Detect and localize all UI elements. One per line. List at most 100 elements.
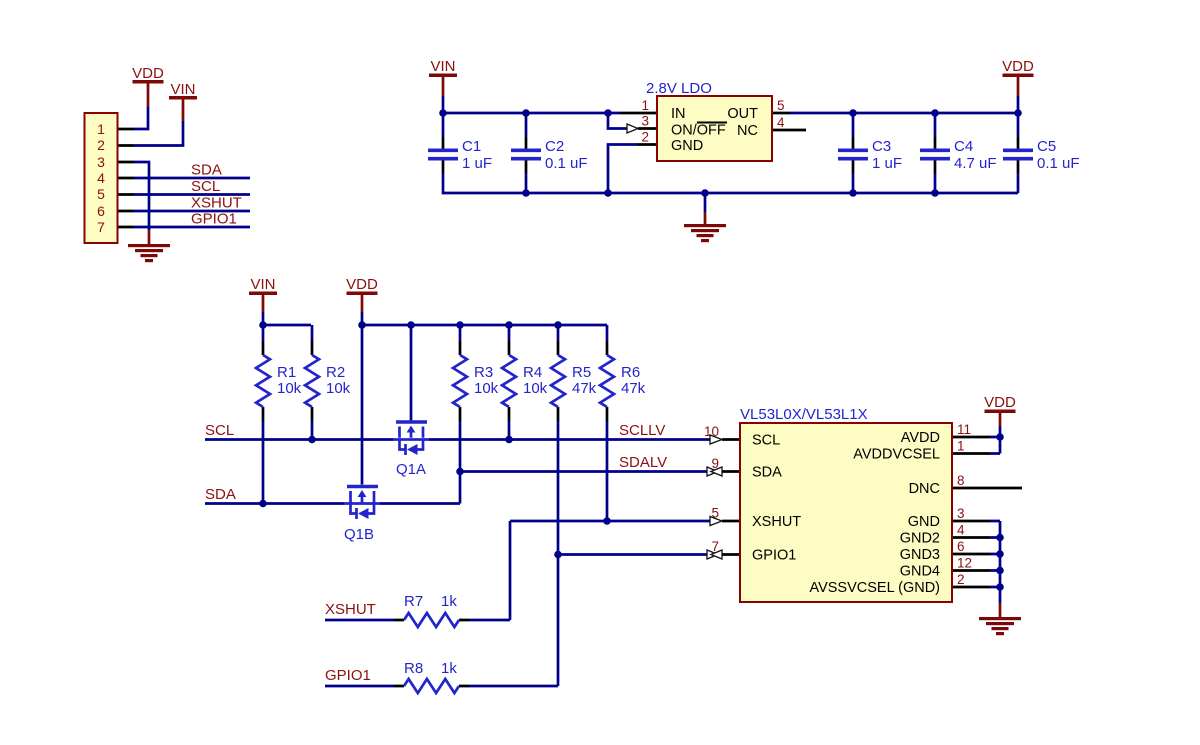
sensor-pin-num-7: 7 (711, 539, 719, 554)
vdd-power-symbol: VDD (984, 394, 1016, 426)
c2-ref: C2 (545, 138, 564, 155)
pin-arrow-input (709, 434, 724, 445)
vin-power-symbol: VIN (249, 276, 277, 312)
connector-pin-4: 4 (97, 170, 105, 186)
net-label-scl: SCL (191, 178, 220, 195)
sensor-pin-num-1: 1 (957, 439, 965, 454)
r7-resistor: R7 1k (402, 593, 461, 630)
gnd-symbol-connector (128, 230, 170, 263)
r8-value: 1k (441, 660, 457, 677)
connector-pin-1: 1 (97, 121, 105, 137)
c4-capacitor: C4 4.7 uF (920, 138, 997, 172)
sensor-pin-gnd4: GND4 (900, 564, 940, 580)
ldo-pin-out: OUT (727, 106, 758, 122)
vdd-label: VDD (1002, 58, 1034, 75)
q1b-ref: Q1B (344, 526, 374, 543)
sensor-pin-avssvcsel: AVSSVCSEL (GND) (809, 580, 940, 596)
vdd-label: VDD (984, 394, 1016, 411)
pin-arrow-bidir (709, 466, 723, 477)
ldo-pin-onoff: ON/OFF (671, 123, 726, 139)
r7-ref: R7 (404, 593, 423, 610)
r5-ref: R5 (572, 364, 591, 381)
pin-arrow-input (709, 515, 724, 527)
r3-ref: R3 (474, 364, 493, 381)
r4-ref: R4 (523, 364, 542, 381)
c4-value: 4.7 uF (954, 155, 997, 172)
vdd-power-symbol: VDD (346, 276, 378, 312)
connector-pin-2: 2 (97, 137, 105, 153)
c1-capacitor: C1 1 uF (428, 138, 492, 172)
c3-value: 1 uF (872, 155, 902, 172)
c5-capacitor: C5 0.1 uF (1003, 138, 1080, 172)
net-label-sda: SDA (191, 162, 222, 179)
sensor-title: VL53L0X/VL53L1X (740, 406, 868, 423)
sensor-pin-num-9: 9 (711, 456, 719, 471)
ldo-pin-num-1: 1 (641, 98, 649, 113)
r2-value: 10k (326, 380, 351, 397)
r7-value: 1k (441, 593, 457, 610)
connector-section: 1 2 3 4 5 6 7 VDD VIN SDA SCL XSHUT GPI (83, 65, 250, 263)
r4-value: 10k (523, 380, 548, 397)
ldo-pin-num-5: 5 (777, 98, 785, 113)
vdd-power-symbol: VDD (1002, 58, 1034, 96)
sensor-pin-gnd3: GND3 (900, 547, 940, 563)
wire (134, 107, 250, 230)
net-label-sdalv: SDALV (619, 454, 667, 471)
sensor-pin-num-4: 4 (957, 523, 965, 538)
net-label-xshut: XSHUT (191, 195, 242, 212)
connector-pin-stubs (117, 127, 134, 229)
sensor-pin-gnd2: GND2 (900, 531, 940, 547)
pin-stubs (441, 111, 1020, 173)
sensor-pin-scl: SCL (752, 433, 780, 449)
pin-arrow-input (626, 123, 640, 134)
q1b-mosfet: Q1B (344, 484, 380, 543)
sensor-section: VL53L0X/VL53L1X SCL SDA XSHUT GPIO1 10 9… (704, 394, 1022, 636)
r3-resistor: R3 10k (450, 353, 499, 409)
ldo-title: 2.8V LDO (646, 80, 712, 97)
vin-label: VIN (250, 276, 275, 293)
r6-resistor: R6 47k (597, 353, 646, 409)
connector-pin-7: 7 (97, 219, 105, 235)
r5-value: 47k (572, 380, 597, 397)
level-shifter-section: VIN VDD R1 10k R2 10k R3 10k R4 10k (205, 276, 740, 696)
ldo-pin-in: IN (671, 106, 686, 122)
c1-value: 1 uF (462, 155, 492, 172)
sensor-pin-num-6: 6 (957, 539, 965, 554)
connector-pin-5: 5 (97, 186, 105, 202)
r8-ref: R8 (404, 660, 423, 677)
sensor-pin-num-3: 3 (957, 506, 965, 521)
net-label-sda: SDA (205, 486, 236, 503)
ldo-pin-num-3: 3 (641, 114, 649, 129)
c5-ref: C5 (1037, 138, 1056, 155)
vin-label: VIN (170, 81, 195, 98)
ldo-section: VIN VDD 2.8V LDO IN ON/OFF GND OUT NC 1 … (428, 58, 1080, 243)
connector-box (83, 112, 119, 244)
net-label-gpio1: GPIO1 (325, 667, 371, 684)
r8-resistor: R8 1k (402, 660, 461, 696)
net-label-xshut: XSHUT (325, 601, 376, 618)
q1a-mosfet: Q1A (393, 420, 429, 478)
sensor-pin-num-8: 8 (957, 473, 965, 488)
gnd-symbol-ldo (684, 212, 726, 243)
r1-resistor: R1 10k (253, 353, 302, 409)
sensor-pin-sda: SDA (752, 465, 782, 481)
c3-capacitor: C3 1 uF (838, 138, 902, 172)
c5-value: 0.1 uF (1037, 155, 1080, 172)
ldo-pin-num-2: 2 (641, 130, 649, 145)
vdd-label: VDD (346, 276, 378, 293)
r6-ref: R6 (621, 364, 640, 381)
sensor-pin-avddvcsel: AVDDVCSEL (853, 447, 940, 463)
pin-arrow-bidir (709, 549, 723, 560)
vdd-label: VDD (132, 65, 164, 82)
net-label-scl: SCL (205, 422, 234, 439)
r1-ref: R1 (277, 364, 296, 381)
sensor-pin-gpio1: GPIO1 (752, 548, 796, 564)
net-label-scllv: SCLLV (619, 422, 665, 439)
r2-ref: R2 (326, 364, 345, 381)
c3-ref: C3 (872, 138, 891, 155)
sensor-pin-num-10: 10 (704, 424, 719, 439)
connector-pin-3: 3 (97, 154, 105, 170)
wire (990, 426, 1002, 603)
net-label-gpio1: GPIO1 (191, 211, 237, 228)
